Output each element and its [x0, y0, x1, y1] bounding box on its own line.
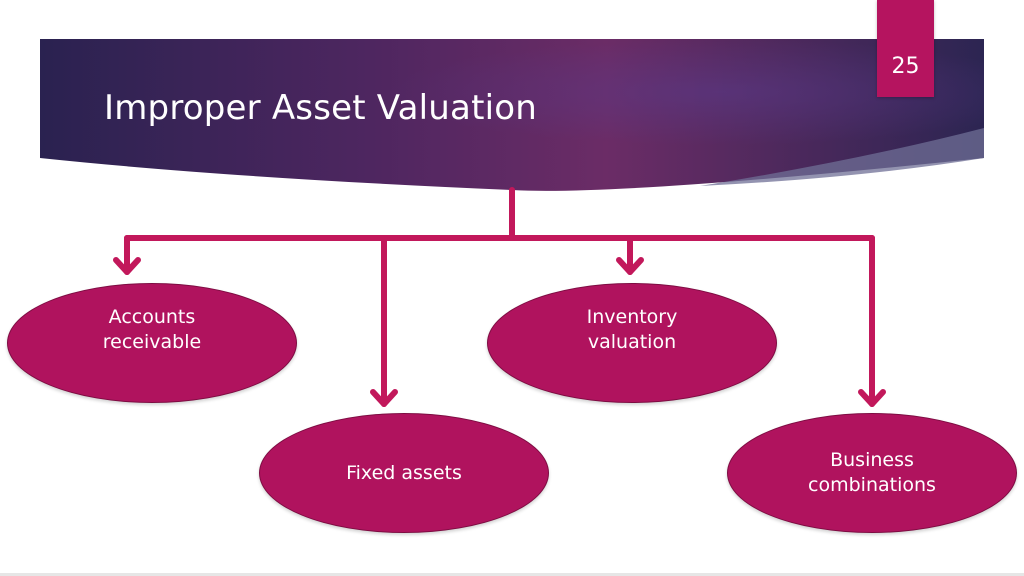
- arrowhead-inventory-valuation: [616, 257, 644, 275]
- node-label: Fixed assets: [346, 461, 462, 484]
- node-inventory-valuation: Inventory valuation: [487, 283, 777, 403]
- slide-title: Improper Asset Valuation: [104, 88, 538, 128]
- arrowhead-accounts-receivable: [113, 257, 141, 275]
- title-banner: [40, 39, 984, 191]
- node-accounts-receivable: Accounts receivable: [7, 283, 297, 403]
- node-label: Accounts receivable: [102, 306, 202, 353]
- node-business-combinations: Business combinations: [727, 413, 1017, 533]
- node-label: Inventory valuation: [586, 306, 678, 353]
- arrowhead-business-combinations: [858, 389, 886, 407]
- page-number: 25: [891, 54, 920, 79]
- node-label: Business combinations: [808, 449, 936, 496]
- node-fixed-assets: Fixed assets: [259, 413, 549, 533]
- arrowhead-fixed-assets: [370, 389, 398, 407]
- page-number-tab: 25: [877, 0, 934, 97]
